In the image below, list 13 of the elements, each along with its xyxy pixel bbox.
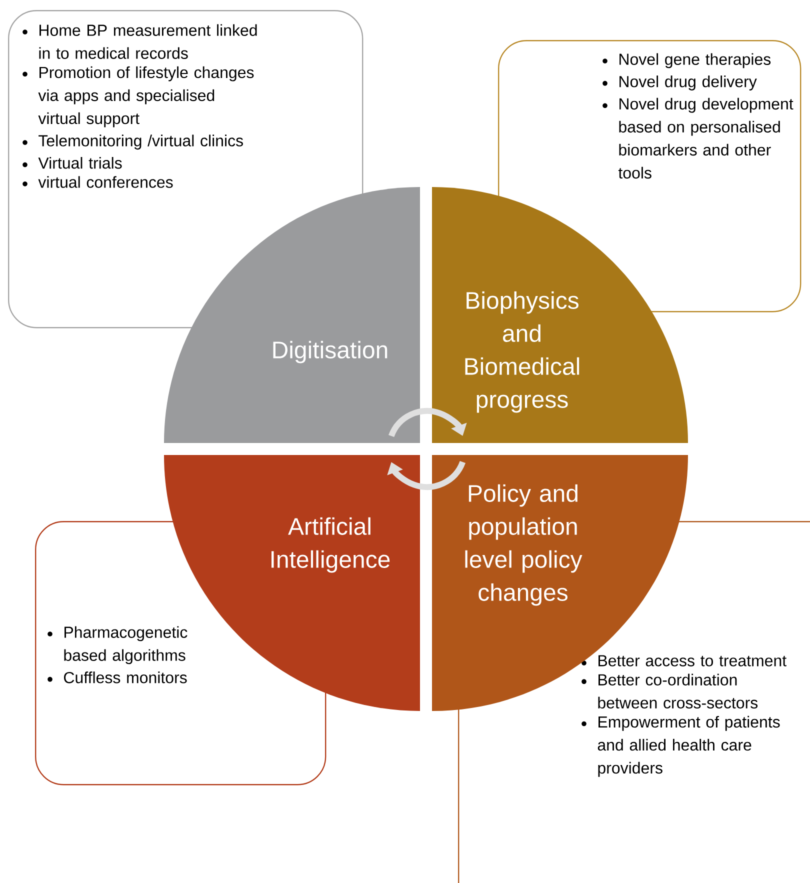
bullet-item: Novel drug development based on personalised biomarkers and other tools	[618, 98, 794, 179]
bullet-item: virtual conferences	[38, 176, 173, 188]
curved-arrow	[387, 460, 466, 490]
bullet-item: Telemonitoring /virtual clinics	[38, 134, 243, 150]
bullet-item: Novel drug delivery	[620, 76, 757, 90]
bullet-item: Promotion of lifestyle changes via apps and specialised virtual support	[38, 66, 254, 128]
bullet-item: Empowerment of patients and allied health care providers	[598, 716, 780, 777]
quadrant-segment: Biophysics and Biomedical progress	[432, 187, 688, 443]
bullet-item: Virtual trials	[38, 156, 122, 169]
quadrant-segment: Digitisation	[164, 187, 420, 443]
bullet-item: Novel gene therapies	[620, 53, 771, 68]
bullet-item: Home BP measurement linked in to medical records	[39, 24, 257, 59]
curved-arrow	[388, 408, 467, 438]
